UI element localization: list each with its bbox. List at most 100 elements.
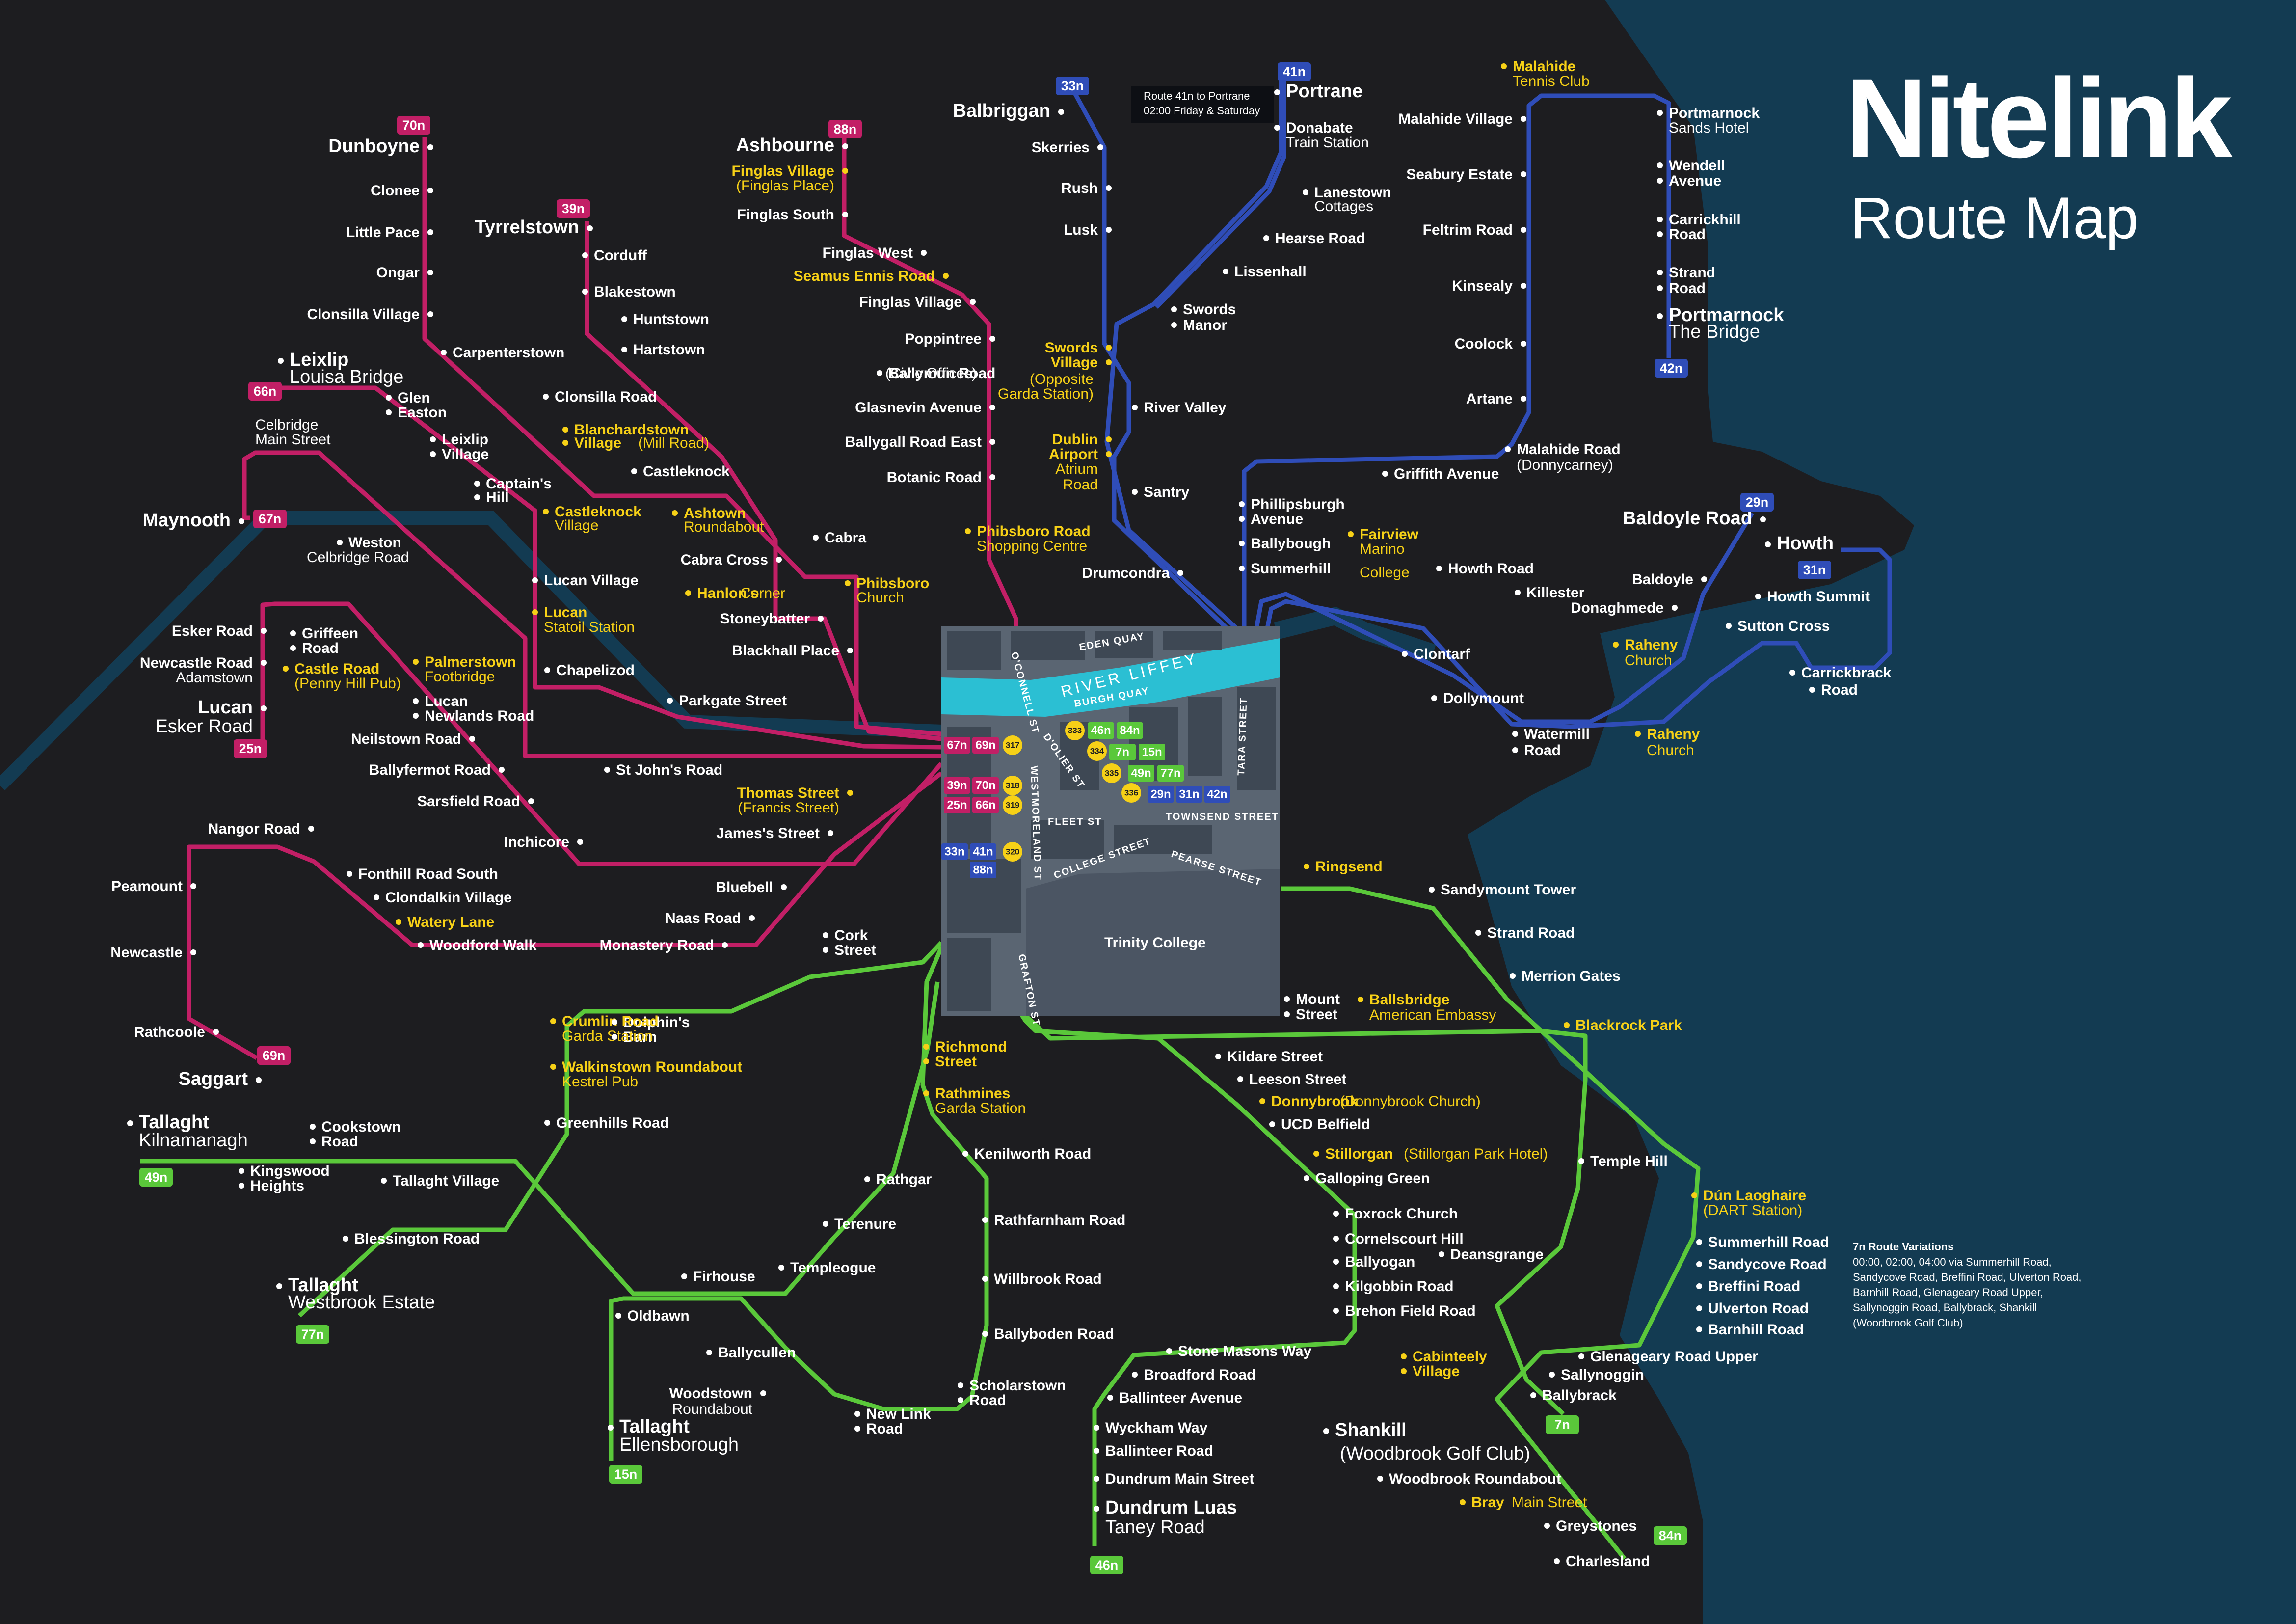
station-dot xyxy=(582,289,588,295)
route-badge-88n[interactable]: 88n xyxy=(828,120,862,138)
route-badge-67n[interactable]: 67n xyxy=(253,510,287,528)
station-label: Bray xyxy=(1471,1494,1504,1511)
station-label: Woodford Walk xyxy=(429,937,537,953)
station-label: Barnhill Road xyxy=(1708,1322,1804,1338)
route-badge-42n[interactable]: 42n xyxy=(1655,359,1688,378)
station-label: Summerhill xyxy=(1251,561,1331,577)
station-dot xyxy=(1132,405,1138,410)
map-title: Nitelink xyxy=(1845,55,2233,181)
station-dot xyxy=(1436,566,1442,571)
route-badge-33n[interactable]: 33n xyxy=(1056,77,1089,95)
station-dot xyxy=(1755,594,1761,599)
route-badge-66n[interactable]: 66n xyxy=(248,382,282,401)
station-dot xyxy=(1333,1259,1339,1265)
inset-route-15n[interactable]: 15n xyxy=(1139,744,1165,760)
inset-route-49n[interactable]: 49n xyxy=(1128,765,1154,782)
route-badge-46n[interactable]: 46n xyxy=(1090,1556,1123,1574)
station-dot xyxy=(386,395,392,401)
station-dot xyxy=(256,1077,262,1083)
route-badge-7n[interactable]: 7n xyxy=(1546,1415,1579,1434)
bus-stop-319[interactable]: 319 xyxy=(1003,795,1022,815)
station-label: Roundabout xyxy=(672,1401,753,1417)
route-badge-69n[interactable]: 69n xyxy=(257,1046,291,1065)
route-badge-41n[interactable]: 41n xyxy=(1278,62,1311,81)
station-dot xyxy=(923,1090,929,1096)
station-label: Road xyxy=(1063,477,1098,493)
inset-route-70n[interactable]: 70n xyxy=(972,777,999,794)
svg-text:49n: 49n xyxy=(145,1170,168,1185)
route-badge-84n[interactable]: 84n xyxy=(1654,1526,1687,1545)
bus-stop-317[interactable]: 317 xyxy=(1003,735,1022,755)
station-dot xyxy=(1657,231,1663,237)
route-badge-15n[interactable]: 15n xyxy=(609,1465,642,1484)
inset-route-88n[interactable]: 88n xyxy=(970,862,996,878)
bus-stop-318[interactable]: 318 xyxy=(1003,776,1022,795)
station-label: Sarsfield Road xyxy=(417,793,520,810)
route-badge-31n[interactable]: 31n xyxy=(1798,561,1831,579)
route-badge-29n[interactable]: 29n xyxy=(1740,493,1774,512)
station-label: Ballyogan xyxy=(1345,1254,1415,1270)
inset-route-25n[interactable]: 25n xyxy=(944,797,970,813)
station-dot xyxy=(1657,162,1663,168)
svg-text:69n: 69n xyxy=(975,739,995,752)
station-dot xyxy=(1521,227,1526,233)
bus-stop-320[interactable]: 320 xyxy=(1003,842,1022,862)
station-label: Newcastle xyxy=(110,945,183,961)
route-badge-39n[interactable]: 39n xyxy=(557,199,590,218)
svg-text:336: 336 xyxy=(1124,788,1138,798)
inset-route-7n[interactable]: 7n xyxy=(1109,744,1136,760)
svg-text:317: 317 xyxy=(1006,741,1019,750)
inset-route-67n[interactable]: 67n xyxy=(944,737,970,754)
bus-stop-335[interactable]: 335 xyxy=(1102,763,1121,783)
route-badge-70n[interactable]: 70n xyxy=(397,116,430,135)
bus-stop-336[interactable]: 336 xyxy=(1121,783,1141,803)
bus-stop-333[interactable]: 333 xyxy=(1065,721,1085,740)
station-dot xyxy=(474,481,480,487)
inset-route-33n[interactable]: 33n xyxy=(941,843,968,860)
inset-route-41n[interactable]: 41n xyxy=(970,843,996,860)
station-label: Taney Road xyxy=(1105,1517,1205,1538)
bus-stop-334[interactable]: 334 xyxy=(1087,741,1107,761)
station-label: Statoil Station xyxy=(544,619,635,635)
station-label: Drumcondra xyxy=(1082,565,1170,581)
station-dot xyxy=(1460,1499,1466,1505)
route-badge-77n[interactable]: 77n xyxy=(296,1325,329,1344)
station-dot xyxy=(413,713,419,719)
station-label: Stoneybatter xyxy=(720,611,810,627)
route-badge-49n[interactable]: 49n xyxy=(139,1168,173,1187)
svg-text:49n: 49n xyxy=(1131,767,1151,780)
station-dot xyxy=(374,894,379,900)
station-label: James's Street xyxy=(716,825,820,841)
station-dot xyxy=(1132,489,1138,495)
inset-route-84n[interactable]: 84n xyxy=(1117,722,1143,739)
station-dot xyxy=(544,1120,550,1126)
inset-route-69n[interactable]: 69n xyxy=(972,737,999,754)
station-label: Footbridge xyxy=(425,669,495,685)
station-label: Clonsilla Village xyxy=(307,306,420,323)
station-label: Castleknock xyxy=(555,504,641,520)
inset-route-42n[interactable]: 42n xyxy=(1204,786,1230,803)
station-label: (Penny Hill Pub) xyxy=(294,676,401,692)
inset-route-29n[interactable]: 29n xyxy=(1148,786,1174,803)
station-label: Sandycove Road xyxy=(1708,1256,1827,1272)
station-dot xyxy=(1510,973,1516,979)
station-label: Cabra Cross xyxy=(681,552,768,568)
inset-route-77n[interactable]: 77n xyxy=(1157,765,1184,782)
inset-route-66n[interactable]: 66n xyxy=(972,797,999,813)
station-dot xyxy=(1521,283,1526,289)
station-label: UCD Belfield xyxy=(1281,1116,1370,1133)
station-dot xyxy=(1348,531,1354,537)
station-label: River Valley xyxy=(1144,400,1227,416)
station-dot xyxy=(1431,695,1437,701)
route-39n-line xyxy=(585,221,942,741)
station-label: Donabate xyxy=(1286,120,1353,136)
inset-route-46n[interactable]: 46n xyxy=(1088,722,1114,739)
route-badge-25n[interactable]: 25n xyxy=(234,739,267,758)
station-label: Hill xyxy=(486,489,509,506)
inset-route-31n[interactable]: 31n xyxy=(1176,786,1202,803)
svg-text:77n: 77n xyxy=(1160,767,1180,780)
svg-text:70n: 70n xyxy=(975,779,995,792)
station-dot xyxy=(1564,1022,1570,1028)
inset-route-39n[interactable]: 39n xyxy=(944,777,970,794)
svg-text:46n: 46n xyxy=(1095,1558,1119,1572)
